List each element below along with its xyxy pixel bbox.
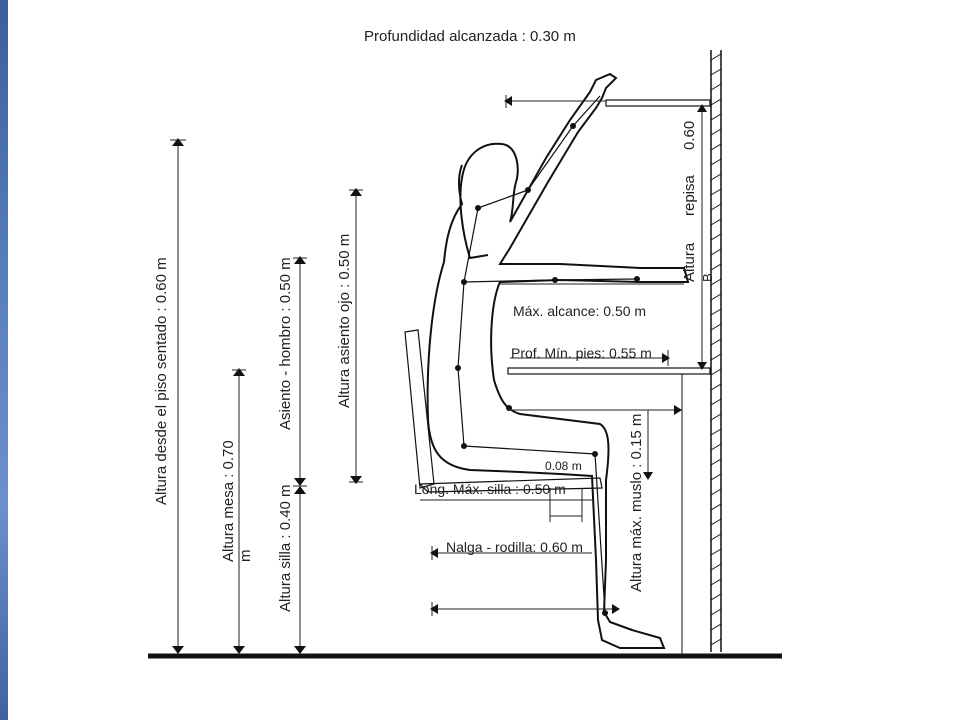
label-altura-piso-sentado: Altura desde el piso sentado : 0.60 m [153, 257, 170, 505]
label-altura-mesa: Altura mesa : 0.70 [220, 440, 237, 562]
wall [710, 50, 722, 652]
table [507, 367, 711, 654]
label-altura-silla: Altura silla : 0.40 m [277, 484, 294, 612]
label-max-alcance: Máx. alcance: 0.50 m [513, 303, 646, 319]
label-altura-repisa-word1: Altura [681, 242, 698, 282]
label-asiento-hombro: Asiento - hombro : 0.50 m [277, 257, 294, 430]
label-long-max-silla: Long. Máx. silla : 0.50 m [414, 481, 566, 497]
slide-side-bar [0, 0, 8, 720]
label-altura-asiento-ojo: Altura asiento ojo : 0.50 m [336, 234, 353, 408]
label-nalga-rodilla: Nalga - rodilla: 0.60 m [446, 539, 583, 555]
human-figure [426, 72, 690, 649]
label-altura-repisa-extra: B [700, 273, 715, 282]
label-altura-max-muslo: Altura máx. muslo : 0.15 m [628, 414, 645, 592]
label-altura-repisa-word2: repisa [681, 174, 698, 216]
shelf [605, 99, 711, 107]
label-altura-mesa-unit: m [237, 550, 254, 563]
chair [404, 329, 603, 493]
dimension-lines [170, 95, 707, 654]
label-medida-008: 0.08 m [545, 459, 582, 473]
label-altura-repisa-value: 0.60 [681, 121, 698, 150]
label-profundidad-alcanzada: Profundidad alcanzada : 0.30 m [364, 28, 576, 45]
label-prof-min-pies: Prof. Mín. pies: 0.55 m [511, 345, 652, 361]
